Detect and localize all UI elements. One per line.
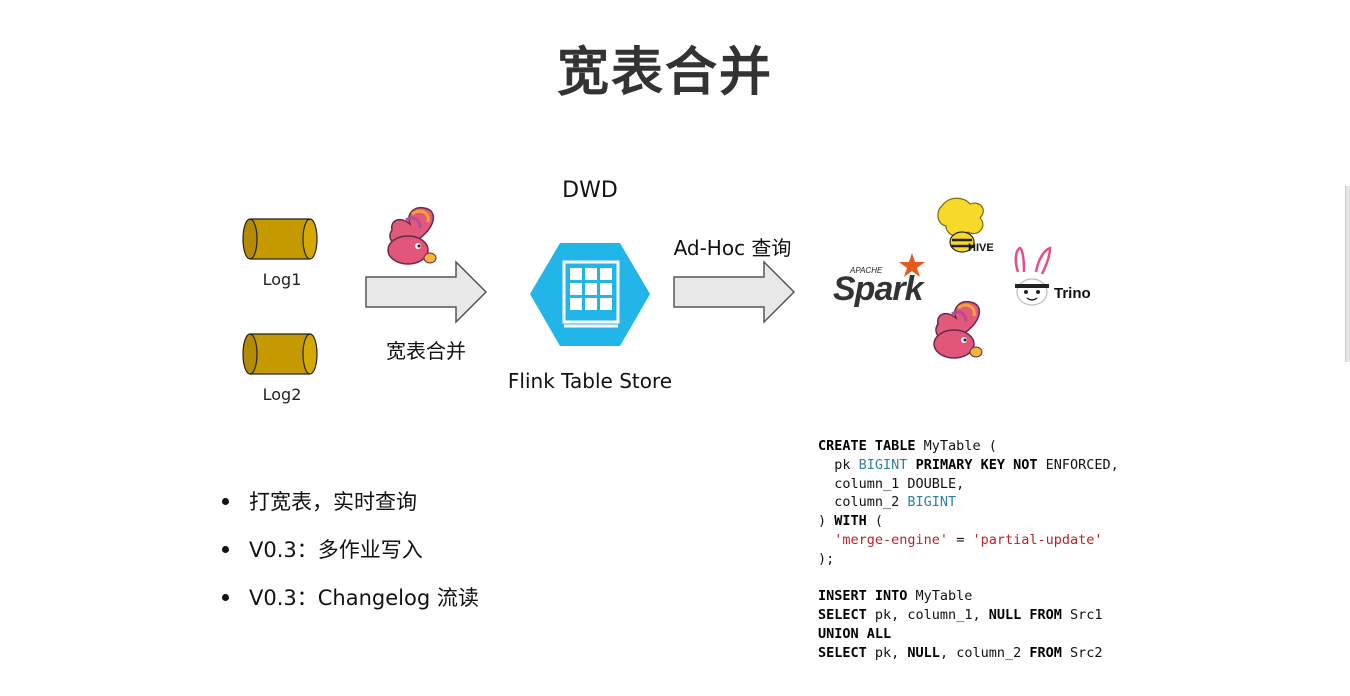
code-token: INSERT INTO [818, 588, 908, 605]
query-arrow-icon [673, 260, 796, 324]
trino-bunny-logo-icon: Trino [1014, 246, 1091, 306]
code-token: ( [866, 513, 884, 530]
code-token: ); [818, 550, 835, 567]
log1-label: Log1 [262, 270, 302, 289]
code-token: NULL [907, 644, 940, 661]
sql-code-block: CREATE TABLE MyTable ( pk BIGINT PRIMARY… [818, 437, 1119, 663]
code-token: MyTable ( [915, 438, 997, 454]
bullet-dot-icon [222, 545, 229, 553]
code-line: SELECT pk, NULL, column_2 FROM Src2 [818, 644, 1119, 663]
store-title: DWD [562, 178, 618, 203]
bullet-item: V0.3：Changelog 流读 [222, 582, 479, 612]
code-token: UNION ALL [818, 625, 892, 642]
bullet-text: V0.3：多作业写入 [249, 538, 423, 562]
code-token: PRIMARY KEY NOT [915, 456, 1038, 473]
trino-logo-text: Trino [1054, 285, 1091, 302]
log2-cylinder-icon [242, 333, 318, 375]
code-line: SELECT pk, column_1, NULL FROM Src1 [818, 606, 1119, 625]
code-token: NULL FROM [988, 607, 1062, 624]
side-scroll-handle[interactable] [1345, 186, 1350, 362]
bullet-text: 打宽表，实时查询 [249, 490, 417, 514]
merge-arrow-icon [365, 260, 488, 324]
flink-squirrel-icon [387, 206, 437, 265]
spark-logo-apache: APACHE [849, 266, 883, 275]
code-line: ) WITH ( [818, 512, 1119, 531]
code-line: ); [818, 550, 1119, 569]
bullet-dot-icon [222, 593, 229, 601]
query-label: Ad-Hoc 查询 [673, 236, 792, 260]
table-store-hexagon-icon [530, 243, 650, 346]
code-line: pk BIGINT PRIMARY KEY NOT ENFORCED, [818, 456, 1119, 475]
log2-label: Log2 [262, 385, 302, 404]
code-token: pk, [866, 644, 908, 661]
spark-logo-icon: APACHE Spark [833, 253, 927, 308]
flink-squirrel-icon-2 [933, 300, 983, 359]
code-token: pk, column_1, [866, 607, 989, 624]
pipeline-diagram: APACHE Spark HIVE Trino [242, 197, 1091, 375]
hive-bee-logo-icon: HIVE [937, 197, 994, 254]
code-token: 'merge-engine' [834, 531, 949, 548]
code-token: Src2 [1061, 644, 1103, 661]
code-token: Src1 [1061, 607, 1103, 624]
code-line: CREATE TABLE MyTable ( [818, 437, 1119, 456]
code-token: , column_2 [939, 644, 1030, 661]
store-label: Flink Table Store [507, 369, 673, 393]
log1-cylinder-icon [242, 218, 318, 260]
code-line: UNION ALL [818, 625, 1119, 644]
page-title: 宽表合并 [556, 43, 773, 103]
code-token: column_2 [818, 494, 908, 511]
code-line: column_1 DOUBLE, [818, 475, 1119, 494]
code-token: SELECT [818, 607, 867, 624]
code-token: BIGINT [858, 456, 908, 473]
code-token: SELECT [818, 644, 867, 661]
bullet-dot-icon [222, 497, 229, 505]
code-token: = [948, 531, 973, 548]
code-token: pk [818, 456, 859, 473]
code-line [818, 569, 1119, 588]
code-token: column_1 DOUBLE, [818, 475, 965, 492]
spark-logo-text: Spark [833, 270, 926, 308]
code-token: ENFORCED, [1037, 456, 1119, 473]
bullet-item: V0.3：多作业写入 [222, 534, 423, 564]
code-line: INSERT INTO MyTable [818, 587, 1119, 606]
code-token: WITH [834, 513, 867, 530]
code-token: MyTable [907, 588, 973, 605]
code-token: BIGINT [907, 494, 957, 511]
code-token: 'partial-update' [972, 531, 1103, 548]
code-token [907, 457, 915, 473]
code-line: column_2 BIGINT [818, 493, 1119, 512]
code-token: CREATE TABLE [818, 438, 916, 454]
code-line: 'merge-engine' = 'partial-update' [818, 531, 1119, 550]
bullet-text: V0.3：Changelog 流读 [249, 586, 479, 610]
code-token [818, 532, 834, 548]
bullet-item: 打宽表，实时查询 [222, 486, 417, 516]
hive-logo-text: HIVE [968, 242, 994, 254]
code-token: FROM [1029, 644, 1062, 661]
code-token: ) [818, 513, 835, 530]
merge-label: 宽表合并 [386, 339, 466, 363]
